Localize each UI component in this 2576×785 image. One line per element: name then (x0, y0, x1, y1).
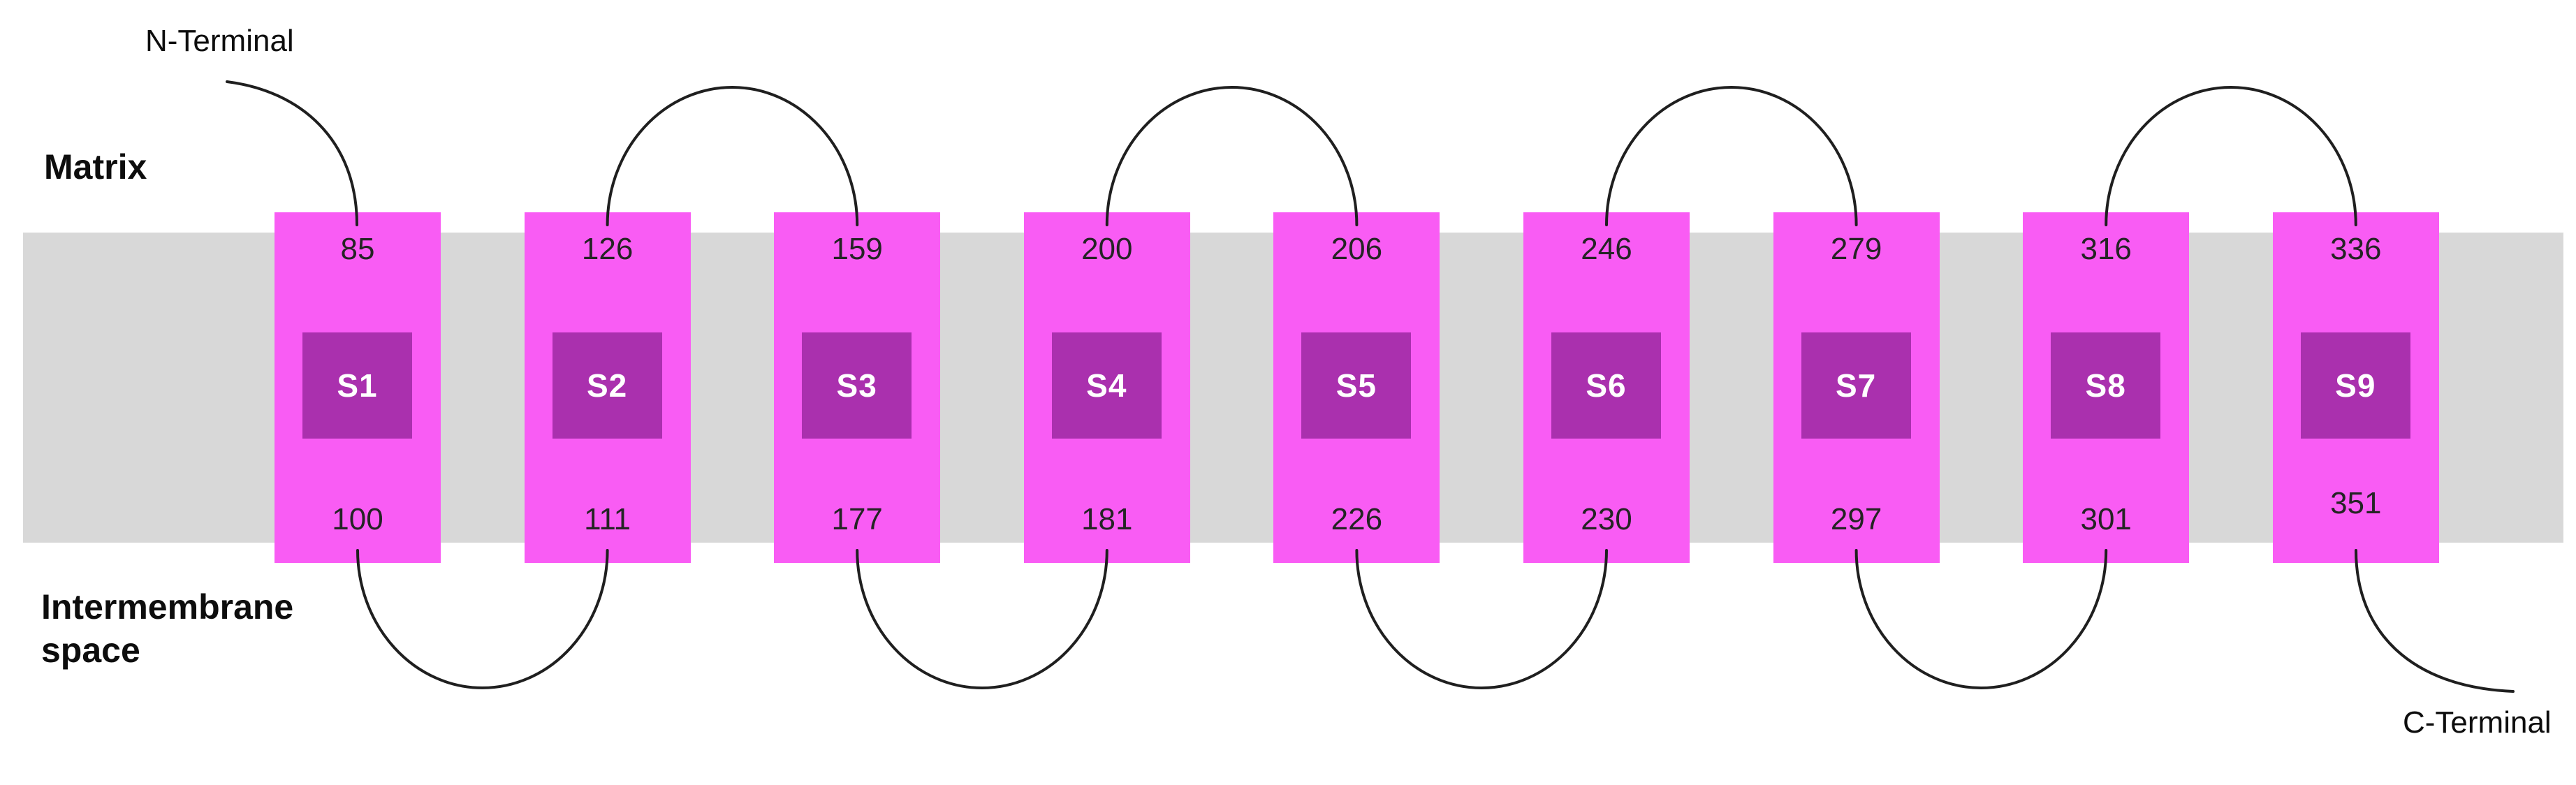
segment-id-label: S1 (337, 367, 378, 404)
matrix-loop-s8-s9 (2105, 86, 2357, 226)
segment-core: S9 (2300, 332, 2410, 439)
segment-core: S1 (302, 332, 412, 439)
ims-loop-s1-s2 (356, 549, 609, 689)
matrix-loop-s6-s7 (1605, 86, 1858, 226)
ims-loop-s5-s6 (1355, 549, 1608, 689)
bottom-residue-number: 230 (1581, 502, 1632, 536)
segment-id-label: S5 (1335, 367, 1377, 404)
c-terminal-curve (2355, 549, 2515, 693)
intermembrane-space-line1: Intermembrane (41, 587, 294, 626)
segment-core: S8 (2051, 332, 2161, 439)
bottom-residue-number: 181 (1081, 502, 1133, 536)
top-residue-number: 279 (1830, 232, 1882, 266)
top-residue-number: 85 (340, 232, 375, 266)
top-residue-number: 159 (831, 232, 883, 266)
top-residue-number: 206 (1331, 232, 1383, 266)
segment-id-label: S7 (1835, 367, 1877, 404)
bottom-residue-number: 351 (2330, 486, 2382, 520)
bottom-residue-number: 226 (1331, 502, 1383, 536)
segment-core: S4 (1051, 332, 1162, 439)
n-terminal-label: N-Terminal (145, 24, 294, 58)
matrix-label: Matrix (44, 147, 147, 186)
n-terminal-curve (226, 80, 358, 226)
segment-id-label: S9 (2335, 367, 2376, 404)
segment-id-label: S6 (1586, 367, 1627, 404)
intermembrane-space-line2: space (41, 631, 140, 670)
segment-core: S7 (1801, 332, 1911, 439)
ims-loop-s3-s4 (856, 549, 1108, 689)
top-residue-number: 126 (581, 232, 634, 266)
intermembrane-space-label: Intermembrane space (41, 585, 293, 672)
segment-id-label: S2 (586, 367, 628, 404)
matrix-loop-s4-s5 (1105, 86, 1359, 226)
segment-id-label: S3 (836, 367, 877, 404)
bottom-residue-number: 177 (831, 502, 883, 536)
segment-id-label: S4 (1086, 367, 1127, 404)
segment-core: S2 (552, 332, 662, 439)
ims-loop-s7-s8 (1854, 549, 2108, 689)
segment-core: S6 (1551, 332, 1661, 439)
top-residue-number: 200 (1081, 232, 1133, 266)
bottom-residue-number: 100 (332, 502, 383, 536)
bottom-residue-number: 297 (1830, 502, 1882, 536)
segment-core: S5 (1301, 332, 1412, 439)
matrix-loop-s2-s3 (606, 86, 859, 226)
c-terminal-label: C-Terminal (2403, 705, 2552, 740)
segment-id-label: S8 (2085, 367, 2126, 404)
segment-core: S3 (802, 332, 912, 439)
top-residue-number: 336 (2330, 232, 2382, 266)
bottom-residue-number: 111 (584, 502, 631, 536)
top-residue-number: 246 (1581, 232, 1632, 266)
bottom-residue-number: 301 (2080, 502, 2132, 536)
top-residue-number: 316 (2080, 232, 2132, 266)
